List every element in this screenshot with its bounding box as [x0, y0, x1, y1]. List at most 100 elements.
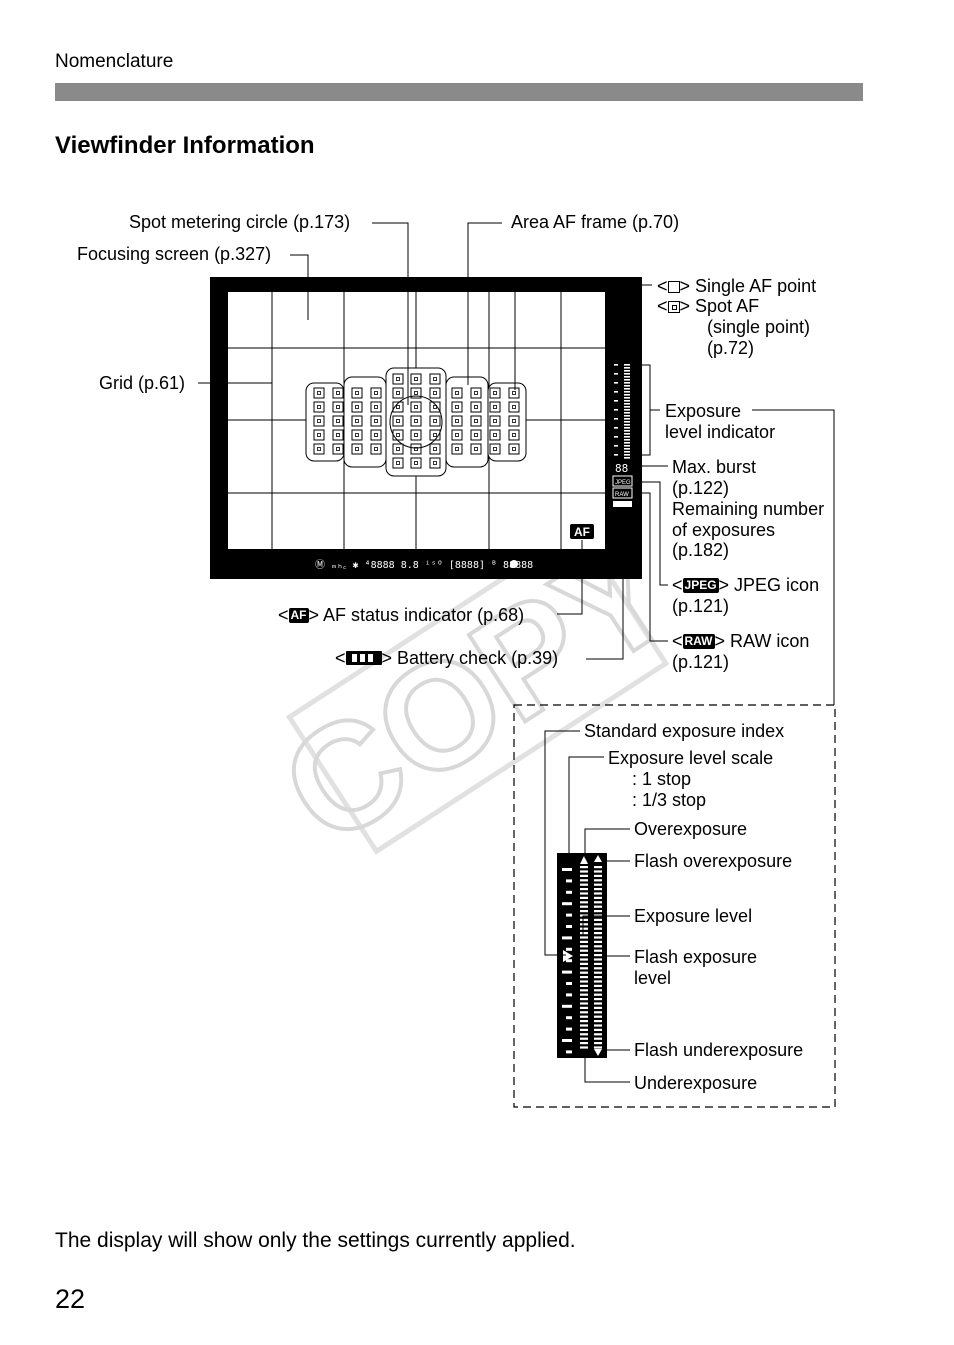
label-spot-metering: Spot metering circle (p.173) — [129, 212, 351, 232]
scale-tick — [566, 913, 572, 917]
af-point — [392, 429, 404, 441]
af-point — [508, 429, 520, 441]
vf-scale-bar — [624, 391, 630, 393]
af-point — [489, 415, 501, 427]
af-point-center — [317, 433, 321, 437]
scale-flash-bar — [594, 949, 602, 952]
scale-flash-bar — [594, 980, 602, 983]
af-point-center — [433, 391, 437, 395]
vf-scale-bar — [624, 439, 630, 441]
header-rule — [55, 83, 863, 101]
label-underexposure: Underexposure — [634, 1073, 758, 1093]
focus-confirmation-icon — [510, 560, 518, 568]
jpeg-display-icon — [612, 475, 633, 487]
scale-flash-bar — [594, 993, 602, 996]
label-exposure-level-2: level indicator — [665, 422, 776, 442]
scale-exposure-bar — [580, 1006, 588, 1009]
scale-exposure-bar — [580, 1002, 588, 1005]
vf-scale-bar — [624, 385, 630, 387]
vf-scale-tick — [614, 427, 618, 429]
af-point — [410, 429, 422, 441]
af-point-center — [474, 433, 478, 437]
af-point-center — [374, 433, 378, 437]
scale-exposure-bar — [580, 949, 588, 952]
vf-scale-bar — [624, 427, 630, 429]
viewfinder-frame: AF Ⓜ ₘₕ꜀ ✱ ⁴8888 8.8 ⁱˢᴼ [8888] ᴮ 88888 … — [210, 277, 642, 579]
scale-exposure-bar — [580, 901, 588, 904]
af-point — [313, 387, 325, 399]
scale-flash-bar — [594, 989, 602, 992]
af-point — [351, 387, 363, 399]
label-remaining: Remaining number — [672, 499, 825, 519]
viewfinder-exposure-scale — [614, 364, 630, 459]
scale-exposure-bar — [580, 1024, 588, 1027]
af-point-center — [474, 405, 478, 409]
scale-exposure-bar — [580, 967, 588, 970]
scale-flash-bar — [594, 874, 602, 877]
spot-af-icon — [667, 301, 680, 313]
scale-tick — [562, 902, 572, 906]
label-remaining-2: of exposures — [672, 520, 776, 540]
af-point-center — [374, 419, 378, 423]
af-point-center — [317, 405, 321, 409]
af-point-center — [396, 419, 400, 423]
scale-flash-bar — [594, 984, 602, 987]
af-point-center — [396, 433, 400, 437]
vf-scale-bar — [624, 445, 630, 447]
scale-flash-bar — [594, 866, 602, 869]
vf-scale-bar — [624, 454, 630, 456]
vf-scale-bar — [624, 376, 630, 378]
scale-exposure-bar — [580, 1020, 588, 1023]
scale-exposure-bar — [580, 984, 588, 987]
jpeg-icon: JPEG — [682, 578, 719, 593]
overexposure-arrow — [580, 856, 588, 864]
af-point-center — [317, 419, 321, 423]
scale-flash-bar — [594, 905, 602, 908]
scale-exposure-bar — [580, 892, 588, 895]
vf-scale-bar — [624, 442, 630, 444]
scale-tick — [562, 868, 572, 871]
vf-scale-bar — [624, 451, 630, 453]
scale-flash-bar — [594, 1024, 602, 1027]
footer-note: The display will show only the settings … — [55, 1229, 576, 1252]
vf-scale-bar — [624, 457, 630, 459]
max-burst-display: 88 — [615, 462, 628, 475]
af-point — [313, 415, 325, 427]
scale-exposure-bar — [580, 945, 588, 948]
label-scale-title: Exposure level scale — [608, 748, 774, 768]
scale-exposure-bar — [580, 971, 588, 974]
scale-flash-bar — [594, 1006, 602, 1009]
af-point — [392, 387, 404, 399]
af-point — [370, 443, 382, 455]
af-point — [429, 415, 441, 427]
flash-underexposure-arrow — [594, 1049, 602, 1056]
scale-tick — [562, 970, 572, 974]
af-point — [429, 443, 441, 455]
scale-flash-bar — [594, 932, 602, 935]
af-point — [470, 415, 482, 427]
label-max-burst: Max. burst — [672, 457, 757, 477]
vf-scale-bar — [624, 364, 630, 366]
vf-scale-bar — [624, 448, 630, 450]
scale-exposure-bar — [580, 927, 588, 930]
af-point-center — [512, 391, 516, 395]
af-point — [370, 401, 382, 413]
af-point-center — [414, 433, 418, 437]
scale-exposure-bar — [580, 1046, 588, 1049]
scale-flash-bar — [594, 879, 602, 882]
label-af-status: <AF> AF status indicator (p.68) — [278, 605, 525, 625]
vf-scale-tick — [614, 409, 618, 411]
scale-tick — [562, 1004, 572, 1008]
af-point-center — [396, 391, 400, 395]
scale-flash-bar — [594, 945, 602, 948]
af-point — [451, 443, 463, 455]
af-point — [470, 401, 482, 413]
af-point — [429, 373, 441, 385]
label-grid: Grid (p.61) — [99, 373, 186, 393]
af-point-center — [414, 405, 418, 409]
af-point — [392, 443, 404, 455]
af-point-center — [493, 433, 497, 437]
af-point-center — [474, 447, 478, 451]
scale-flash-bar — [594, 967, 602, 970]
label-standard-index: Standard exposure index — [584, 721, 785, 741]
